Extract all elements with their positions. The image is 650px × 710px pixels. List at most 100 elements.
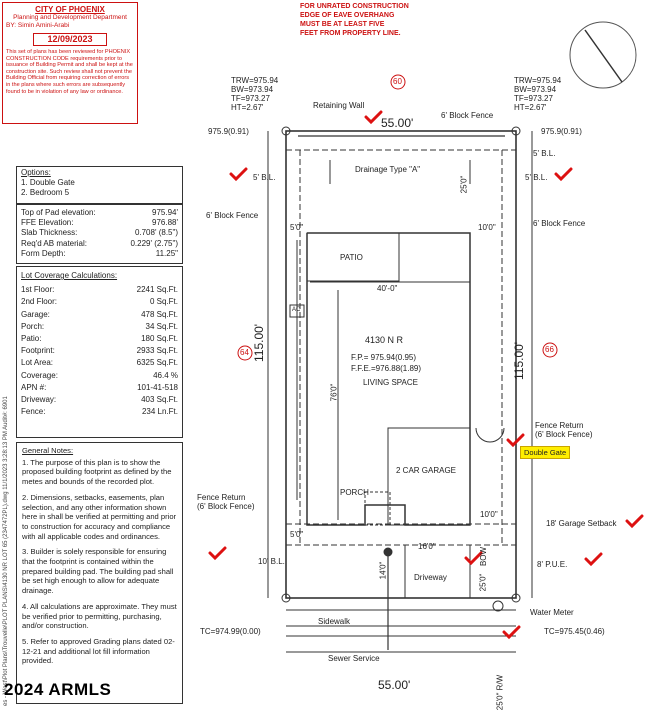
ac-label: AC bbox=[292, 307, 301, 313]
dim-16: 16'0" bbox=[418, 542, 436, 551]
options-item: 1. Double Gate bbox=[21, 178, 75, 188]
elev-line: TRW=975.94 bbox=[231, 76, 279, 85]
stamp-dept: Planning and Development Department bbox=[13, 14, 127, 21]
elev-line: TRW=975.94 bbox=[514, 76, 562, 85]
coverage-value: 403 Sq.Ft. bbox=[141, 395, 178, 405]
block-fence-top-label: 6' Block Fence bbox=[441, 111, 494, 120]
coverage-row: Fence: 234 Ln.Ft. bbox=[21, 406, 178, 418]
lot-marker bbox=[542, 342, 558, 358]
coverage-value: 46.4 % bbox=[153, 370, 178, 380]
lot-number-right: 66 bbox=[545, 345, 554, 354]
corner-elev-tl: 975.9(0.91) bbox=[208, 127, 249, 136]
options-item: 2. Bedroom 5 bbox=[21, 188, 70, 198]
dim-bottom: 55.00' bbox=[378, 678, 411, 692]
stamp-city: CITY OF PHOENIX bbox=[35, 5, 105, 14]
approval-stamp: CITY OF PHOENIX Planning and Development… bbox=[2, 2, 138, 124]
porch-label: PORCH bbox=[340, 488, 369, 497]
eave-note-line: FOR UNRATED CONSTRUCTION bbox=[300, 3, 409, 10]
bl-10-label: 10' B.L. bbox=[258, 557, 285, 566]
pad-value: 11.25" bbox=[155, 248, 178, 258]
north-arrow bbox=[584, 29, 623, 83]
stamp-text: This set of plans has been reviewed for … bbox=[6, 49, 133, 95]
coverage-value: 101-41-518 bbox=[137, 382, 178, 392]
elev-top-left: TRW=975.94 BW=973.94 TF=973.27 HT=2.67' bbox=[231, 76, 278, 112]
coverage-row: Footprint:2933 Sq.Ft. bbox=[21, 345, 178, 357]
coverage-value: 234 Ln.Ft. bbox=[141, 407, 178, 417]
rw-label: 25'0" R/W bbox=[495, 674, 505, 710]
pad-label: FFE Elevation: bbox=[21, 218, 74, 228]
garage-outline bbox=[387, 427, 471, 526]
coverage-row: Garage:478 Sq.Ft. bbox=[21, 309, 178, 321]
coverage-row: 2nd Floor:0 Sq.Ft. bbox=[21, 296, 178, 308]
dim-top: 55.00' bbox=[381, 116, 414, 130]
tc-left-label: TC=974.99(0.00) bbox=[200, 627, 261, 636]
stamp-date: 12/09/2023 bbox=[33, 33, 107, 46]
corner-marker bbox=[511, 593, 521, 603]
coverage-label: Fence: bbox=[21, 407, 46, 417]
sidewalk-label: Sidewalk bbox=[318, 617, 351, 626]
porch-outline bbox=[364, 491, 391, 526]
elev-line: HT=2.67' bbox=[514, 103, 547, 112]
coverage-row: Porch:34 Sq.Ft. bbox=[21, 321, 178, 333]
pad-row: Slab Thickness:0.708' (8.5") bbox=[21, 228, 178, 238]
pad-label: Req'd AB material: bbox=[21, 238, 88, 248]
elev-line: TF=973.27 bbox=[514, 94, 553, 103]
fence-return-line: Fence Return bbox=[535, 421, 584, 430]
dim-76: 76'0" bbox=[329, 383, 339, 402]
garage-setback-label: 18' Garage Setback bbox=[546, 519, 617, 528]
ac-unit bbox=[289, 304, 305, 318]
sewer-label: Sewer Service bbox=[328, 654, 380, 663]
coverage-value: 0 Sq.Ft. bbox=[149, 297, 178, 307]
pad-row: Form Depth:11.25" bbox=[21, 249, 178, 259]
fp-label: F.P.= 975.94(0.95) bbox=[351, 353, 417, 362]
sewer-cleanout-icon bbox=[383, 547, 393, 557]
review-checks bbox=[208, 110, 644, 640]
note-item: 2. Dimensions, setbacks, easements, plan… bbox=[22, 492, 177, 541]
coverage-row: Lot Area:6325 Sq.Ft. bbox=[21, 357, 178, 369]
coverage-label: Patio: bbox=[21, 334, 42, 344]
pad-row: Top of Pad elevation:975.94' bbox=[21, 208, 178, 218]
coverage-label: Footprint: bbox=[21, 346, 55, 356]
coverage-title: Lot Coverage Calculations: bbox=[21, 271, 118, 280]
corner-elev-tr: 975.9(0.91) bbox=[541, 127, 582, 136]
patio-label: PATIO bbox=[340, 253, 363, 262]
dim-25-bottom: 25'0" bbox=[478, 573, 488, 592]
living-space-label: LIVING SPACE bbox=[363, 378, 418, 387]
double-gate-highlight: Double Gate bbox=[520, 446, 571, 459]
elev-line: HT=2.67' bbox=[231, 103, 264, 112]
stamp-reviewer: BY: Simin Amini-Arabi bbox=[6, 22, 70, 29]
pad-value: 0.229' (2.75") bbox=[130, 238, 178, 248]
gate-swing bbox=[475, 427, 491, 443]
dim-115-right: 115.00' bbox=[512, 341, 526, 380]
pad-row: Req'd AB material: 0.229' (2.75") bbox=[21, 239, 178, 249]
fence-right-label: 6' Block Fence bbox=[533, 219, 586, 228]
eave-note-line: MUST BE AT LEAST FIVE bbox=[300, 21, 385, 28]
dim-5-0b: 5'0" bbox=[290, 530, 304, 539]
elev-line: TF=973.27 bbox=[231, 94, 270, 103]
fence-return-right: Fence Return (6' Block Fence) bbox=[535, 421, 593, 439]
watermark: 2024 ARMLS bbox=[4, 680, 112, 699]
coverage-row: Patio:180 Sq.Ft. bbox=[21, 333, 178, 345]
lot-marker bbox=[237, 345, 253, 361]
elev-line: BW=973.94 bbox=[231, 85, 274, 94]
eave-note-line: FEET FROM PROPERTY LINE. bbox=[300, 30, 401, 37]
coverage-row: APN #:101-41-518 bbox=[21, 382, 178, 394]
coverage-label: Driveway: bbox=[21, 395, 57, 405]
tc-right-label: TC=975.45(0.46) bbox=[544, 627, 605, 636]
retaining-wall-label: Retaining Wall bbox=[313, 101, 365, 110]
coverage-row: Driveway: 403 Sq.Ft. bbox=[21, 394, 178, 406]
pad-elevation-box: Top of Pad elevation:975.94' FFE Elevati… bbox=[16, 204, 183, 264]
elev-line: BW=973.94 bbox=[514, 85, 557, 94]
check-icon bbox=[208, 546, 227, 561]
check-icon bbox=[364, 110, 383, 125]
dim-10-0b: 10'0" bbox=[480, 510, 498, 519]
elev-top-right: TRW=975.94 BW=973.94 TF=973.27 HT=2.67' bbox=[514, 76, 561, 112]
eave-note-line: EDGE OF EAVE OVERHANG bbox=[300, 12, 395, 19]
notes-title: General Notes: bbox=[22, 446, 74, 455]
coverage-row: Coverage:46.4 % bbox=[21, 370, 178, 382]
pue-label: 8' P.U.E. bbox=[537, 560, 568, 569]
lot-number-left: 64 bbox=[240, 348, 249, 357]
north-arrow-circle bbox=[569, 21, 637, 89]
coverage-label: Porch: bbox=[21, 321, 45, 331]
water-meter-icon bbox=[492, 600, 504, 612]
